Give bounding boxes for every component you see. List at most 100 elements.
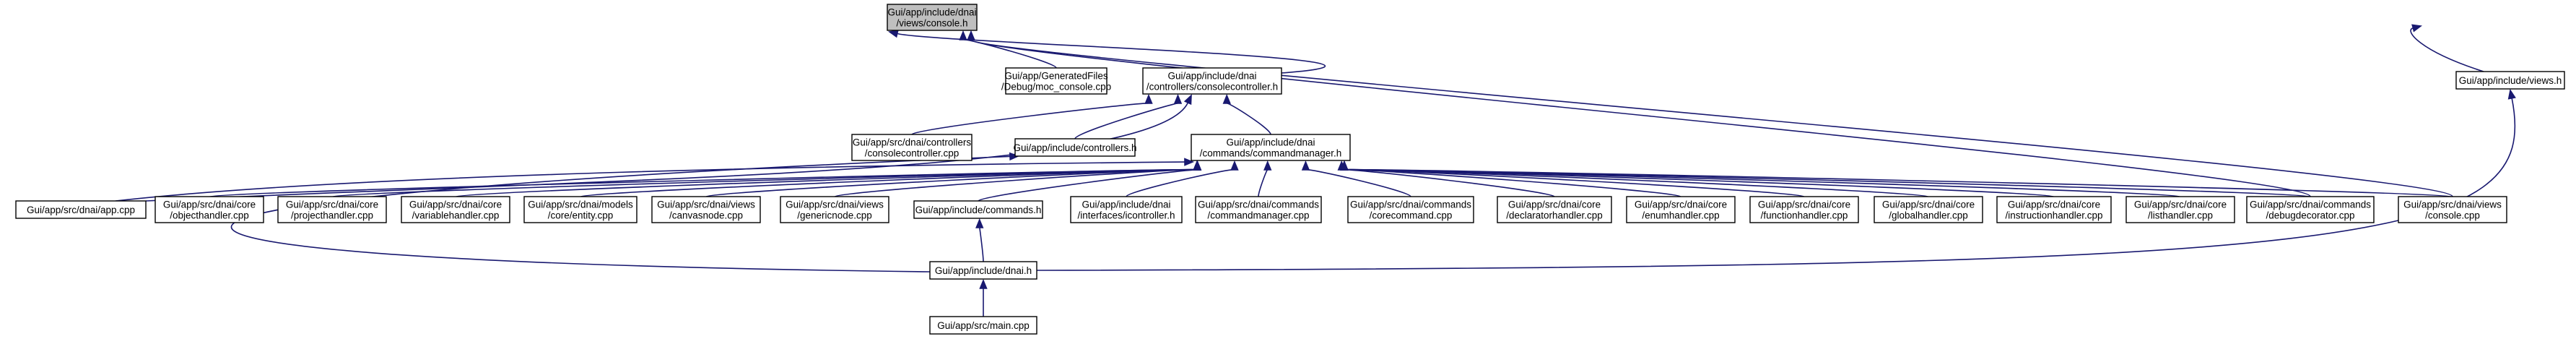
nodes-layer: Gui/app/include/dnai/views/console.hGui/…: [15, 4, 2565, 335]
node-label-line: /Debug/moc_console.cpp: [1001, 82, 1111, 93]
node-instructionhandler_cpp[interactable]: Gui/app/src/dnai/core/instructionhandler…: [1996, 196, 2112, 223]
node-box: [1195, 196, 1322, 223]
node-box: [1191, 134, 1351, 161]
node-box: [929, 261, 1037, 280]
edge-console_cpp-to-console_h: [967, 30, 2453, 197]
node-box: [15, 200, 147, 219]
node-label-line: Gui/app/src/dnai/core: [409, 199, 502, 210]
edge-commands_h-to-commandmanager_h: [978, 160, 1202, 202]
node-label-line: /instructionhandler.cpp: [2005, 210, 2102, 221]
node-commandmanager_h[interactable]: Gui/app/include/dnai/commands/commandman…: [1191, 134, 1351, 161]
node-box: [1005, 67, 1108, 95]
node-box: [277, 196, 387, 223]
node-entity_cpp[interactable]: Gui/app/src/dnai/models/core/entity.cpp: [523, 196, 638, 223]
node-controllers_h[interactable]: Gui/app/include/controllers.h: [1013, 138, 1137, 157]
node-label-line: Gui/app/src/dnai/commands: [1198, 199, 1319, 210]
node-label-line: /canvasnode.cpp: [669, 210, 743, 221]
edge-commandmanager_h-to-consolecontroller_h: [1222, 93, 1271, 135]
node-views_h[interactable]: Gui/app/include/views.h: [2455, 71, 2565, 90]
edge-consolecontroller_cpp-to-consolecontroller_h: [911, 93, 1153, 135]
node-listhandler_cpp[interactable]: Gui/app/src/dnai/core/listhandler.cpp: [2125, 196, 2235, 223]
node-label-line: /functionhandler.cpp: [1761, 210, 1848, 221]
edge-line: [1036, 98, 2516, 271]
node-label-line: Gui/app/src/dnai/commands: [1350, 199, 1471, 210]
node-consolecontroller_cpp[interactable]: Gui/app/src/dnai/controllers/consolecont…: [851, 134, 972, 161]
node-declaratorhandler_cpp[interactable]: Gui/app/src/dnai/core/declaratorhandler.…: [1497, 196, 1612, 223]
node-label-line: Gui/app/include/dnai: [887, 7, 976, 18]
node-box: [1347, 196, 1474, 223]
arrowhead-icon: [959, 30, 967, 40]
node-label-line: Gui/app/src/dnai/core: [286, 199, 378, 210]
node-console_cpp[interactable]: Gui/app/src/dnai/views/console.cpp: [2398, 196, 2507, 223]
arrowhead-icon: [2411, 24, 2423, 33]
node-consolecontroller_h[interactable]: Gui/app/include/dnai/controllers/console…: [1142, 67, 1282, 95]
node-box: [1070, 196, 1183, 223]
node-corecommand_cpp[interactable]: Gui/app/src/dnai/commands/corecommand.cp…: [1347, 196, 1474, 223]
edge-line: [897, 33, 1326, 74]
edge-line: [230, 155, 1011, 273]
node-globalhandler_cpp[interactable]: Gui/app/src/dnai/core/globalhandler.cpp: [1874, 196, 1983, 223]
edge-line: [1126, 168, 1235, 197]
node-app_cpp[interactable]: Gui/app/src/dnai/app.cpp: [15, 200, 147, 219]
edge-corecommand_cpp-to-commandmanager_h: [1301, 160, 1411, 197]
edge-line: [115, 161, 1185, 202]
edge-line: [911, 103, 1149, 135]
edge-dnai_h-to-views_h: [1036, 88, 2516, 271]
edge-app_cpp-to-commandmanager_h: [115, 158, 1195, 202]
arrowhead-icon: [887, 30, 899, 38]
node-label-line: /globalhandler.cpp: [1889, 210, 1968, 221]
node-box: [2455, 71, 2565, 90]
node-box: [1014, 138, 1136, 157]
node-label-line: Gui/app/include/views.h: [2459, 75, 2562, 86]
edge-app_cpp-to-consolecontroller_h: [145, 94, 1192, 202]
edge-instructionhandler_cpp-to-commandmanager_h: [1340, 160, 2055, 197]
node-label-line: Gui/app/include/dnai: [1167, 71, 1256, 82]
arrowhead-icon: [1301, 160, 1310, 171]
node-label-line: Gui/app/include/dnai: [1082, 199, 1170, 210]
node-functionhandler_cpp[interactable]: Gui/app/src/dnai/core/functionhandler.cp…: [1749, 196, 1859, 223]
node-dnai_h[interactable]: Gui/app/include/dnai.h: [929, 261, 1037, 280]
node-box: [913, 200, 1043, 219]
node-main_cpp[interactable]: Gui/app/src/main.cpp: [929, 316, 1037, 335]
node-label-line: Gui/app/GeneratedFiles: [1004, 71, 1108, 82]
node-label-line: Gui/app/src/dnai/core: [1758, 199, 1850, 210]
node-label-line: /commandmanager.cpp: [1207, 210, 1309, 221]
node-label-line: Gui/app/src/dnai/controllers: [853, 137, 972, 148]
node-label-line: Gui/app/src/dnai/commands: [2250, 199, 2371, 210]
node-label-line: Gui/app/src/main.cpp: [937, 320, 1030, 331]
node-box: [401, 196, 510, 223]
node-commandmanager_cpp[interactable]: Gui/app/src/dnai/commands/commandmanager…: [1195, 196, 1322, 223]
node-moc_console[interactable]: Gui/app/GeneratedFiles/Debug/moc_console…: [1001, 67, 1111, 95]
arrowhead-icon: [1144, 93, 1153, 104]
node-debugdecorator_cpp[interactable]: Gui/app/src/dnai/commands/debugdecorator…: [2246, 196, 2375, 223]
node-label-line: Gui/app/src/dnai/core: [2134, 199, 2227, 210]
node-box: [1142, 67, 1282, 95]
arrowhead-icon: [1340, 160, 1349, 171]
node-label-line: /views/console.h: [896, 18, 967, 29]
node-label-line: /commands/commandmanager.h: [1200, 148, 1342, 159]
node-icontroller_h[interactable]: Gui/app/include/dnai/interfaces/icontrol…: [1070, 196, 1183, 223]
node-projecthandler_cpp[interactable]: Gui/app/src/dnai/core/projecthandler.cpp: [277, 196, 387, 223]
arrowhead-icon: [975, 218, 984, 228]
edge-line: [1074, 103, 1179, 140]
node-box: [887, 4, 978, 31]
node-canvasnode_cpp[interactable]: Gui/app/src/dnai/views/canvasnode.cpp: [651, 196, 761, 223]
edge-line: [1258, 169, 1269, 197]
node-objecthandler_cpp[interactable]: Gui/app/src/dnai/core/objecthandler.cpp: [155, 196, 264, 223]
node-label-line: /enumhandler.cpp: [1642, 210, 1719, 221]
edge-line: [1344, 168, 2453, 197]
edge-enumhandler_cpp-to-commandmanager_h: [1340, 160, 1681, 197]
node-label-line: Gui/app/src/dnai/core: [2008, 199, 2100, 210]
node-label-line: Gui/app/src/dnai/app.cpp: [27, 205, 135, 215]
node-commands_h[interactable]: Gui/app/include/commands.h: [913, 200, 1043, 219]
edge-line: [145, 102, 1189, 202]
node-genericnode_cpp[interactable]: Gui/app/src/dnai/views/genericnode.cpp: [780, 196, 889, 223]
node-variablehandler_cpp[interactable]: Gui/app/src/dnai/core/variablehandler.cp…: [401, 196, 510, 223]
node-box: [929, 316, 1037, 335]
edge-line: [970, 39, 2453, 197]
edge-consolecontroller_h-to-console_h: [887, 30, 1326, 74]
node-label-line: /genericnode.cpp: [797, 210, 872, 221]
node-label-line: /core/entity.cpp: [548, 210, 614, 221]
node-enumhandler_cpp[interactable]: Gui/app/src/dnai/core/enumhandler.cpp: [1626, 196, 1736, 223]
